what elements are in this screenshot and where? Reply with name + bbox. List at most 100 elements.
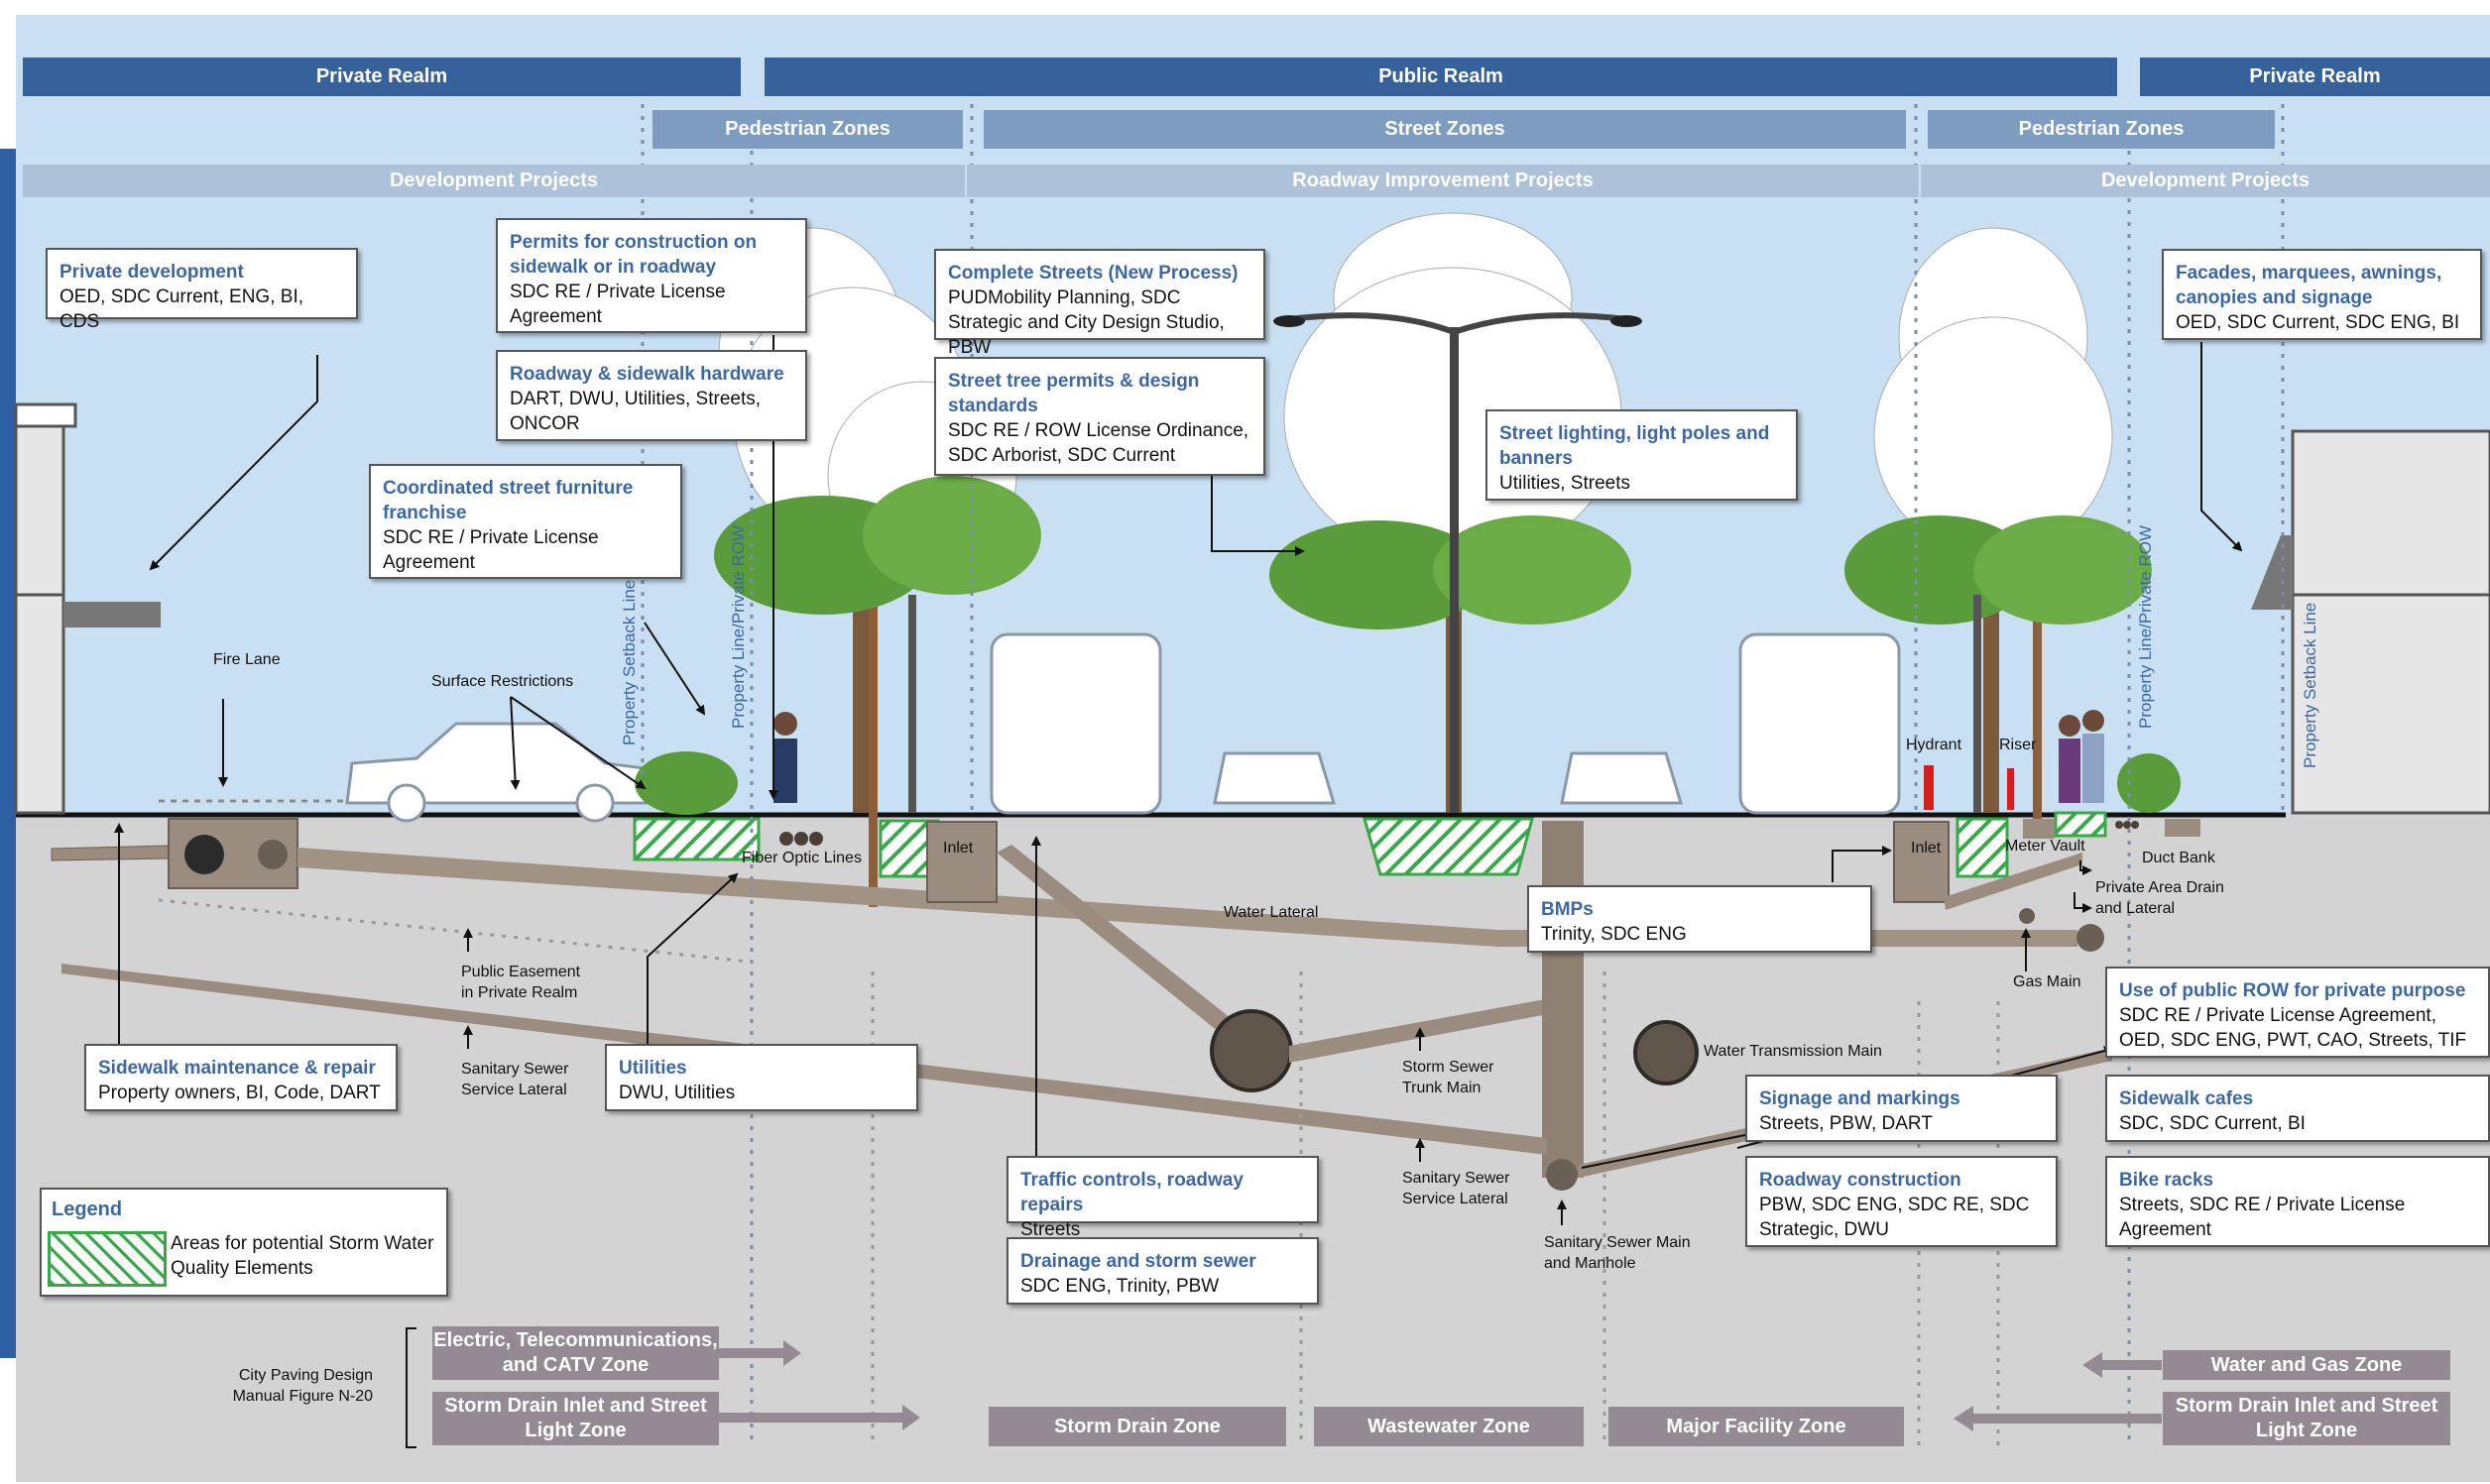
zone-storm-inlet-right: Storm Drain Inlet and Street Light Zone: [2163, 1392, 2450, 1445]
zone-storm-drain: Storm Drain Zone: [989, 1407, 1286, 1446]
box-body: Property owners, BI, Code, DART: [98, 1083, 381, 1103]
box-title: BMPs: [1541, 899, 1594, 920]
box-body: SDC, SDC Current, BI: [2119, 1113, 2306, 1134]
label-hydrant: Hydrant: [1906, 737, 1962, 753]
label-public-easement: Public Easement in Private Realm: [461, 964, 581, 1001]
label-city-paving: City Paving Design Manual Figure N-20: [232, 1367, 373, 1405]
center-street-light: [1273, 312, 1642, 813]
zone-electric-telecom: Electric, Telecommunications, and CATV Z…: [432, 1326, 719, 1380]
box-title: Use of public ROW for private purpose: [2119, 980, 2466, 1001]
box-title: Roadway & sidewalk hardware: [510, 364, 784, 385]
box-title: Private development: [59, 262, 244, 283]
zone-storm-inlet-left: Storm Drain Inlet and Street Light Zone: [432, 1392, 719, 1445]
header-pedestrian-zones-left: Pedestrian Zones: [652, 110, 963, 149]
box-body: SDC RE / Private License Agreement, OED,…: [2119, 1005, 2467, 1051]
zone-arrows: [719, 1340, 2162, 1431]
header-development-projects-left: Development Projects: [23, 165, 965, 197]
header-pedestrian-zones-right: Pedestrian Zones: [1928, 110, 2275, 149]
left-light-pole: [908, 595, 916, 813]
box-title: Permits for construction on sidewalk or …: [510, 232, 758, 278]
box-body: PBW, SDC ENG, SDC RE, SDC Strategic, DWU: [1759, 1195, 2030, 1240]
label-storm-sewer-trunk: Storm Sewer Trunk Main: [1402, 1059, 1494, 1096]
label-private-area-drain: Private Area Drain and Lateral: [2095, 879, 2224, 917]
pedestrians: [773, 710, 2104, 803]
zone-wastewater: Wastewater Zone: [1314, 1407, 1584, 1446]
label-meter-vault: Meter Vault: [2005, 838, 2085, 855]
label-sanitary-lateral-mid: Sanitary Sewer Service Lateral: [1402, 1170, 1510, 1207]
label-fire-lane: Fire Lane: [213, 651, 281, 668]
label-fiber-optic-lines: Fiber Optic Lines: [742, 850, 862, 866]
tree-right: [1844, 227, 2152, 813]
box-permits-construction: Permits for construction on sidewalk or …: [496, 218, 807, 333]
vehicles: [345, 632, 1901, 823]
label-inlet-right: Inlet: [1911, 840, 1942, 856]
leader-arrows: [114, 335, 2243, 1225]
box-body: DWU, Utilities: [619, 1083, 736, 1103]
header-private-realm-right: Private Realm: [2140, 57, 2490, 96]
box-body: SDC RE / Private License Agreement: [383, 527, 599, 573]
shrub-right: [2117, 753, 2181, 813]
right-building: [2251, 429, 2490, 815]
box-title: Street lighting, light poles and banners: [1499, 423, 1770, 469]
box-title: Traffic controls, roadway repairs: [1020, 1170, 1244, 1215]
box-title: Street tree permits & design standards: [948, 371, 1200, 416]
city-paving-bracket: [406, 1327, 416, 1448]
box-title: Sidewalk maintenance & repair: [98, 1058, 376, 1079]
box-body: SDC ENG, Trinity, PBW: [1020, 1276, 1220, 1297]
box-title: Facades, marquees, awnings, canopies and…: [2176, 263, 2442, 308]
box-body: OED, SDC Current, SDC ENG, BI: [2176, 312, 2460, 333]
sanitary-leader: [1581, 1134, 1746, 1169]
box-title: Signage and markings: [1759, 1088, 1960, 1109]
box-body: DART, DWU, Utilities, Streets, ONCOR: [510, 389, 762, 434]
header-private-realm-left: Private Realm: [23, 57, 741, 96]
label-row-right: Property Line/Private ROW: [2136, 524, 2155, 729]
box-title: Sidewalk cafes: [2119, 1088, 2254, 1109]
legend-title: Legend: [52, 1199, 123, 1220]
label-gas-main: Gas Main: [2013, 973, 2081, 990]
zone-major-facility: Major Facility Zone: [1608, 1407, 1904, 1446]
label-row-left: Property Line/Private ROW: [729, 524, 748, 729]
header-street-zones: Street Zones: [984, 110, 1906, 149]
box-street-lighting: Street lighting, light poles and banners…: [1485, 409, 1798, 501]
header-roadway-improvement-projects: Roadway Improvement Projects: [967, 165, 1919, 197]
header-public-realm: Public Realm: [765, 57, 2117, 96]
box-body: SDC RE / Private License Agreement: [510, 282, 726, 327]
shrub-left: [635, 751, 738, 815]
box-body: Streets, PBW, DART: [1759, 1113, 1933, 1134]
legend-swatch: [48, 1231, 167, 1287]
right-light-pole: [1973, 595, 1981, 813]
label-duct-bank: Duct Bank: [2142, 850, 2215, 866]
label-sanitary-lateral-left: Sanitary Sewer Service Lateral: [461, 1061, 569, 1098]
label-setback-right: Property Setback Line: [2301, 602, 2319, 768]
box-title: Coordinated street furniture franchise: [383, 478, 634, 523]
legend-item-label: Areas for potential Storm Water Quality …: [171, 1233, 434, 1279]
label-water-lateral: Water Lateral: [1224, 904, 1319, 921]
label-surface-restrictions: Surface Restrictions: [431, 673, 574, 690]
box-facades-signage: Facades, marquees, awnings, canopies and…: [2162, 249, 2482, 340]
box-body: Streets, SDC RE / Private License Agreem…: [2119, 1195, 2406, 1240]
box-title: Bike racks: [2119, 1170, 2214, 1191]
box-body: Utilities, Streets: [1499, 473, 1630, 494]
label-water-transmission: Water Transmission Main: [1704, 1043, 1882, 1060]
zone-water-gas: Water and Gas Zone: [2163, 1350, 2450, 1380]
left-building: [14, 402, 161, 815]
box-complete-streets: Complete Streets (New Process)PUDMobilit…: [934, 249, 1265, 358]
box-body: Streets: [1020, 1219, 1081, 1240]
header-development-projects-right: Development Projects: [1921, 165, 2490, 197]
box-title: Drainage and storm sewer: [1020, 1251, 1256, 1272]
box-title: Complete Streets (New Process): [948, 263, 1239, 284]
box-body: Trinity, SDC ENG: [1541, 924, 1687, 945]
